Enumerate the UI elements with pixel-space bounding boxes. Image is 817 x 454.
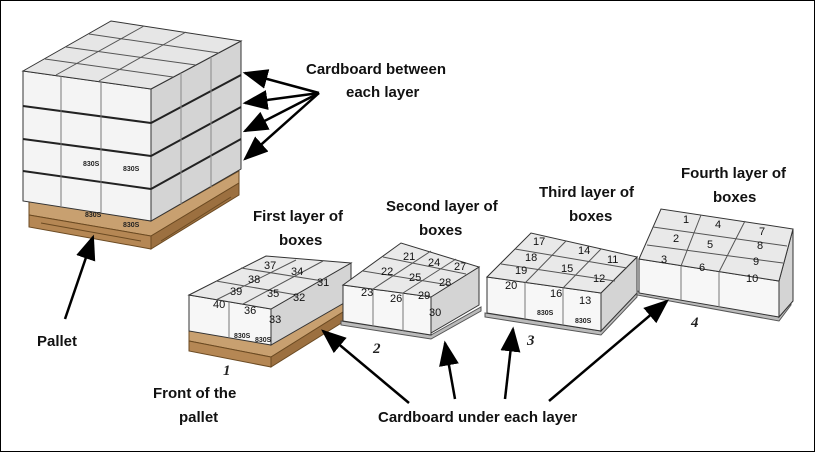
stamp-4: 830S (123, 222, 140, 229)
label-fourth-layer-line1: Fourth layer of (681, 165, 787, 182)
label-cardboard-between-line2: each layer (346, 84, 420, 101)
label-front-of-pallet-line2: pallet (179, 409, 218, 426)
stack-top (21, 20, 243, 90)
label-pallet: Pallet (37, 333, 77, 350)
third-layer: 830S 830S 17 14 18 11 19 15 12 20 16 13 (484, 232, 638, 336)
layer-index-2: 2 (372, 341, 381, 357)
label-cardboard-between-line1: Cardboard between (306, 61, 446, 78)
fourth-layer-box: 2 (673, 233, 679, 245)
second-layer-box: 23 (361, 287, 373, 299)
first-layer-box: 34 (291, 266, 303, 278)
second-layer-box: 25 (409, 272, 421, 284)
label-second-layer-line1: Second layer of (386, 198, 499, 215)
second-layer-box: 22 (381, 266, 393, 278)
third-layer-box: 14 (578, 245, 590, 257)
first-layer-box: 33 (269, 314, 281, 326)
third-layer-box: 18 (525, 252, 537, 264)
arrow-pallet (63, 234, 96, 320)
layer-index-3: 3 (526, 333, 535, 349)
third-layer-box: 19 (515, 265, 527, 277)
third-layer-box: 17 (533, 236, 545, 248)
third-layer-box: 11 (607, 254, 618, 266)
first-layer-box: 35 (267, 288, 279, 300)
third-layer-stamp-2: 830S (575, 318, 592, 325)
fourth-layer-box: 3 (661, 254, 667, 266)
first-layer-stamp-2: 830S (255, 337, 272, 344)
first-layer-box: 39 (230, 286, 242, 298)
first-layer-box: 38 (248, 274, 260, 286)
arrows-cardboard-under (321, 299, 669, 404)
label-cardboard-under: Cardboard under each layer (378, 409, 577, 426)
fourth-layer-box: 8 (757, 240, 763, 252)
second-layer-box: 30 (429, 307, 441, 319)
first-layer-box: 32 (293, 292, 305, 304)
stamp-1: 830S (83, 161, 100, 168)
third-layer-stamp-1: 830S (537, 310, 554, 317)
fourth-layer-box: 10 (746, 273, 758, 285)
layer-index-1: 1 (223, 363, 231, 379)
first-layer-box: 37 (264, 260, 276, 272)
first-layer-stamp-1: 830S (234, 333, 251, 340)
second-layer-box: 27 (454, 261, 466, 273)
label-fourth-layer-line2: boxes (713, 189, 756, 206)
stack-front-side (22, 70, 152, 222)
stamp-2: 830S (123, 166, 140, 173)
fourth-layer-box: 5 (707, 239, 713, 251)
second-layer: 21 24 27 22 25 28 23 26 29 30 (340, 242, 482, 340)
first-layer: 830S 830S 37 34 38 31 39 35 32 40 36 33 (187, 255, 353, 368)
third-layer-box: 12 (593, 273, 605, 285)
label-second-layer-line2: boxes (419, 222, 462, 239)
third-layer-box: 13 (579, 295, 591, 307)
label-first-layer-line2: boxes (279, 232, 322, 249)
second-layer-box: 29 (418, 290, 430, 302)
first-layer-box: 40 (213, 299, 225, 311)
fourth-layer: 1 4 7 2 5 8 3 6 9 10 (636, 208, 794, 322)
second-layer-box: 26 (390, 293, 402, 305)
layer-index-4: 4 (690, 315, 699, 331)
label-third-layer-line1: Third layer of (539, 184, 635, 201)
second-layer-box: 24 (428, 257, 440, 269)
fourth-layer-box: 7 (759, 226, 765, 238)
fourth-layer-box: 4 (715, 219, 721, 231)
arrows-cardboard-between (242, 69, 320, 161)
full-pallet-stack: 830S 830S 830S 830S (21, 20, 243, 250)
label-first-layer-line1: First layer of (253, 208, 344, 225)
second-layer-box: 21 (403, 251, 415, 263)
fourth-layer-box: 6 (699, 262, 705, 274)
fourth-layer-box: 1 (683, 214, 689, 226)
label-third-layer-line2: boxes (569, 208, 612, 225)
first-layer-box: 36 (244, 305, 256, 317)
stamp-3: 830S (85, 212, 102, 219)
third-layer-box: 16 (550, 288, 562, 300)
third-layer-box: 20 (505, 280, 517, 292)
third-layer-box: 15 (561, 263, 573, 275)
first-layer-box: 31 (317, 277, 329, 289)
second-layer-box: 28 (439, 277, 451, 289)
label-front-of-pallet-line1: Front of the (153, 385, 236, 402)
fourth-layer-box: 9 (753, 256, 759, 268)
